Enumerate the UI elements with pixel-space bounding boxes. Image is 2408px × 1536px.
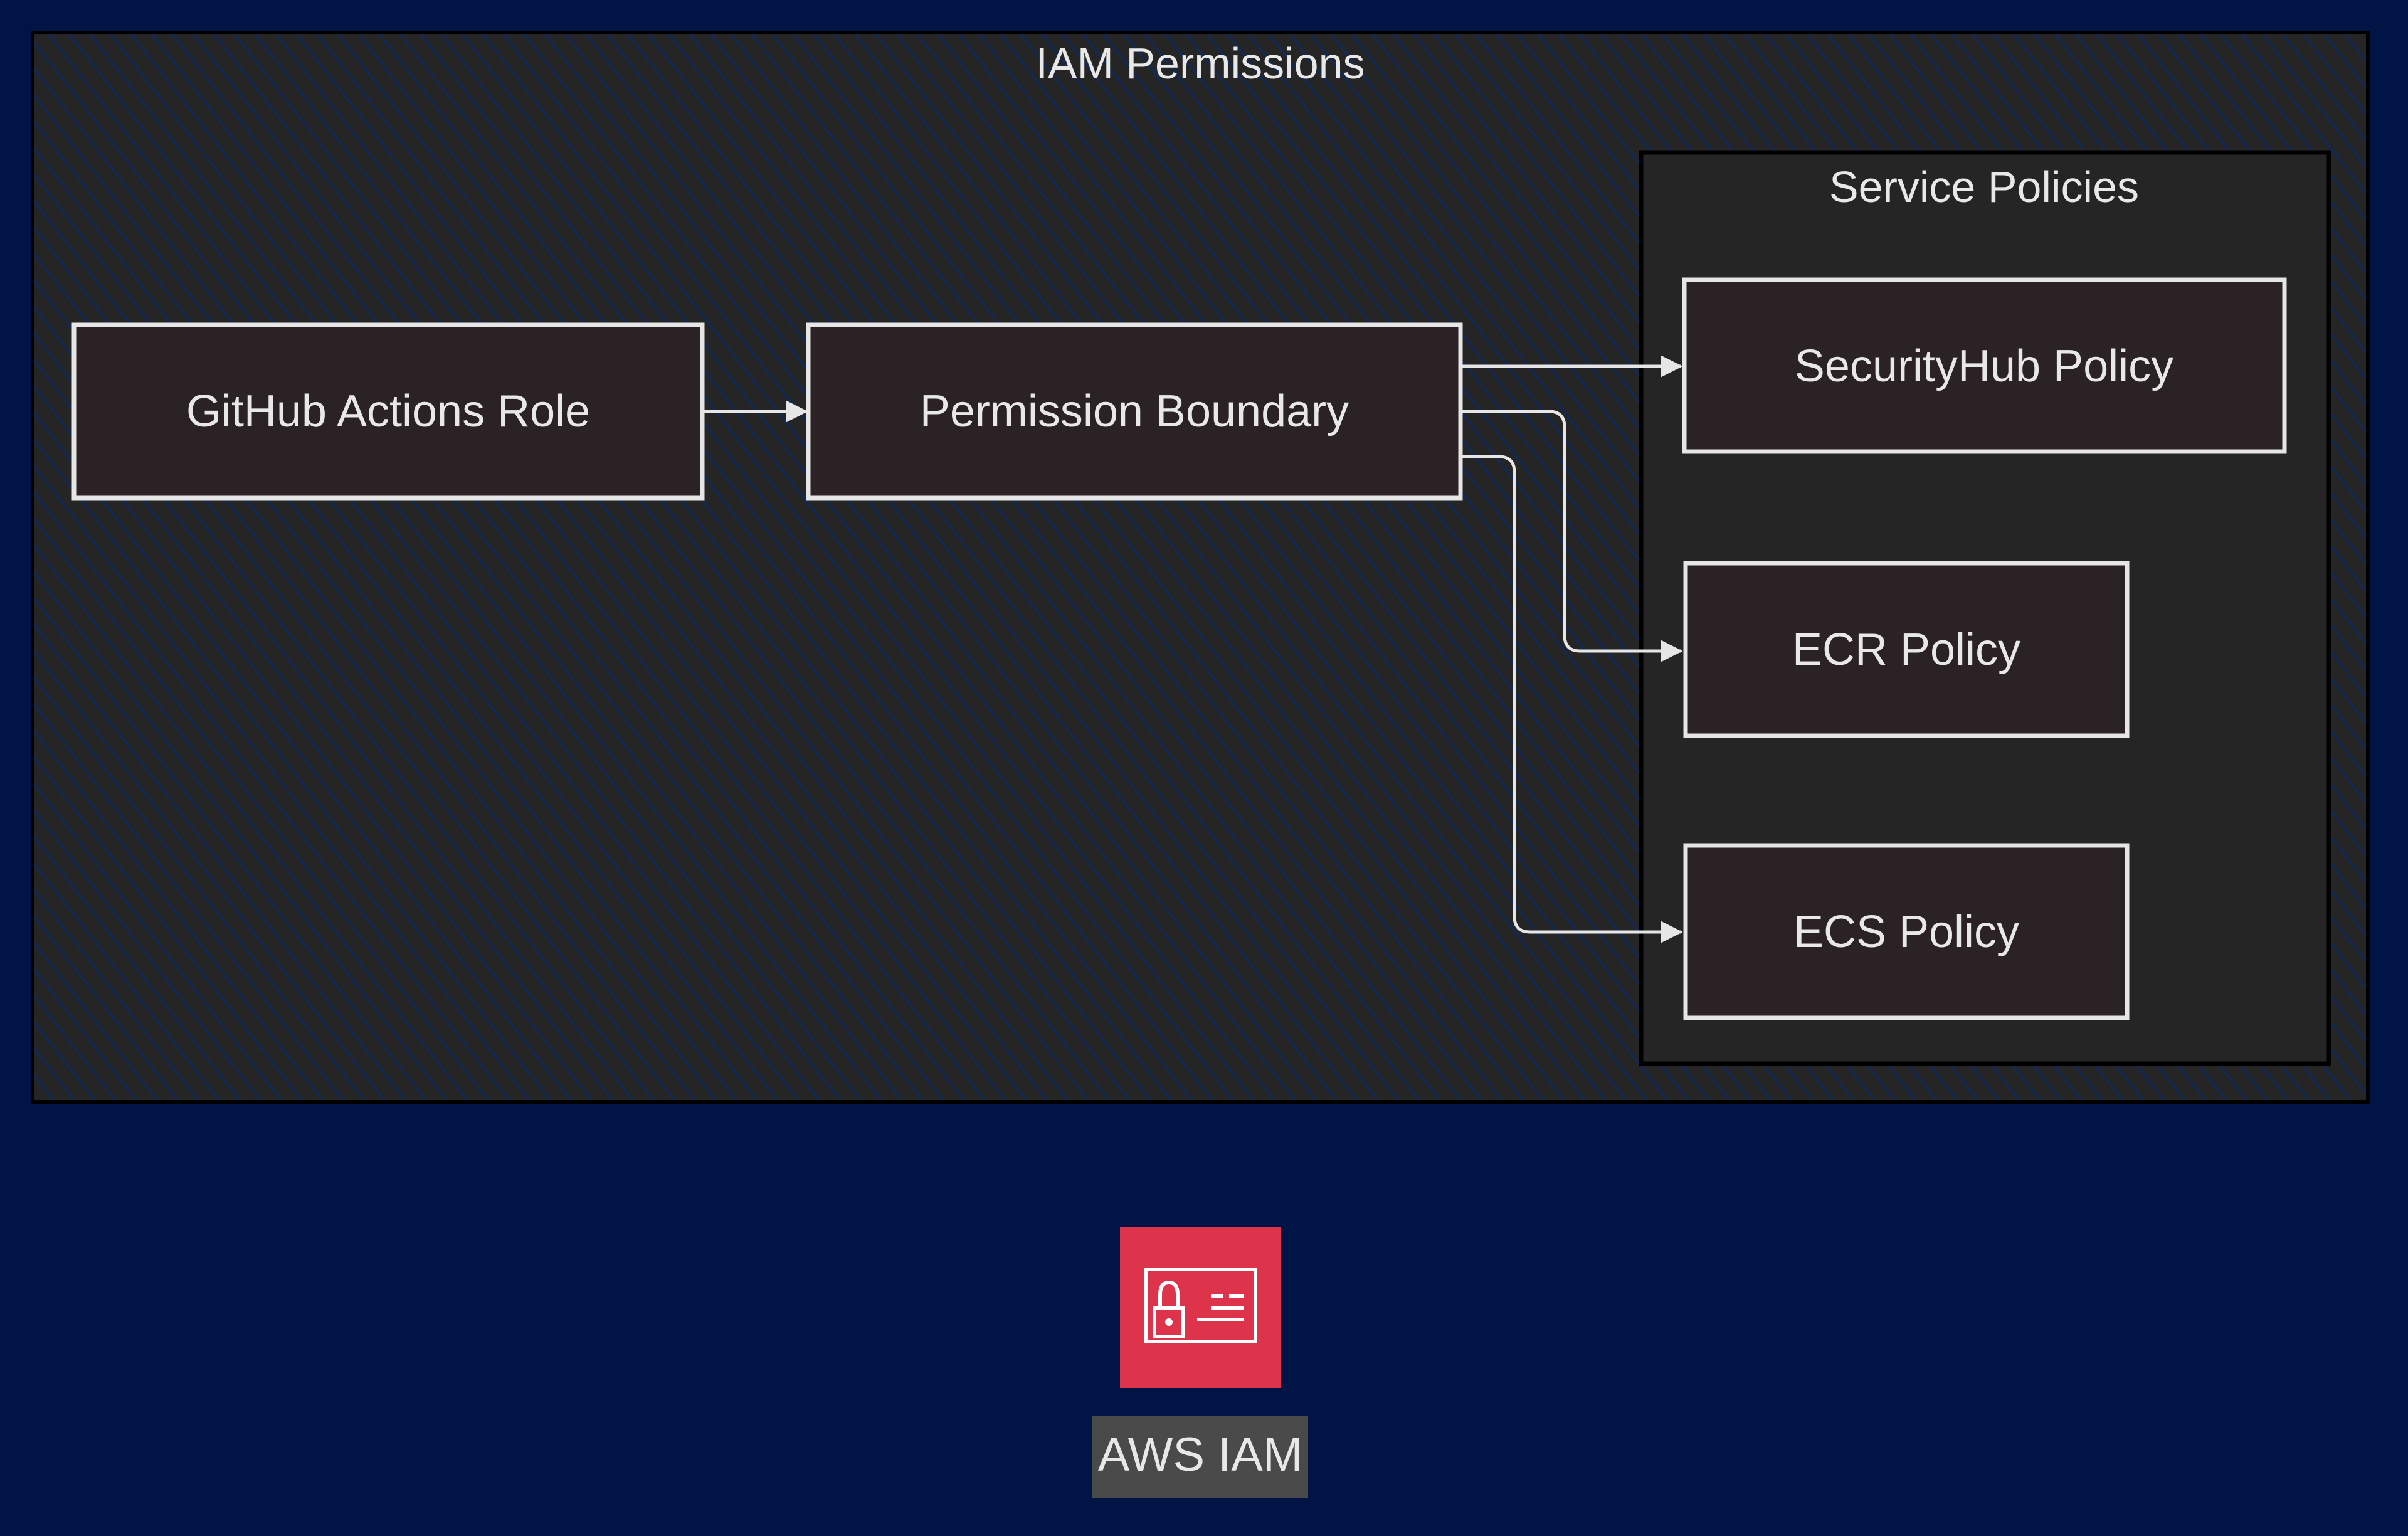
node-github-actions-role-label: GitHub Actions Role — [186, 386, 590, 437]
node-permission-boundary-label: Permission Boundary — [920, 386, 1349, 437]
node-securityhub-policy[interactable]: SecurityHub Policy — [1682, 277, 2287, 454]
node-ecs-policy-label: ECS Policy — [1793, 907, 2019, 957]
node-ecr-policy-label: ECR Policy — [1792, 625, 2020, 675]
edge-boundary-to-ecs — [1461, 455, 1683, 943]
node-securityhub-policy-label: SecurityHub Policy — [1795, 341, 2173, 391]
node-ecs-policy[interactable]: ECS Policy — [1683, 843, 2130, 1020]
aws-iam-label: AWS IAM — [1098, 1428, 1303, 1481]
aws-iam-service: AWS IAM — [1092, 1227, 1308, 1498]
node-github-actions-role[interactable]: GitHub Actions Role — [71, 322, 705, 501]
node-ecr-policy[interactable]: ECR Policy — [1683, 561, 2130, 738]
iam-card-icon — [1144, 1268, 1257, 1343]
edge-boundary-to-ecr — [1461, 410, 1683, 662]
group-iam-permissions-title: IAM Permissions — [1035, 39, 1365, 88]
node-permission-boundary[interactable]: Permission Boundary — [806, 322, 1463, 501]
group-service-policies-title: Service Policies — [1829, 162, 2139, 211]
edges — [703, 355, 1683, 943]
lock-keyhole-icon — [1165, 1318, 1173, 1326]
aws-iam-label-box — [1092, 1416, 1308, 1498]
